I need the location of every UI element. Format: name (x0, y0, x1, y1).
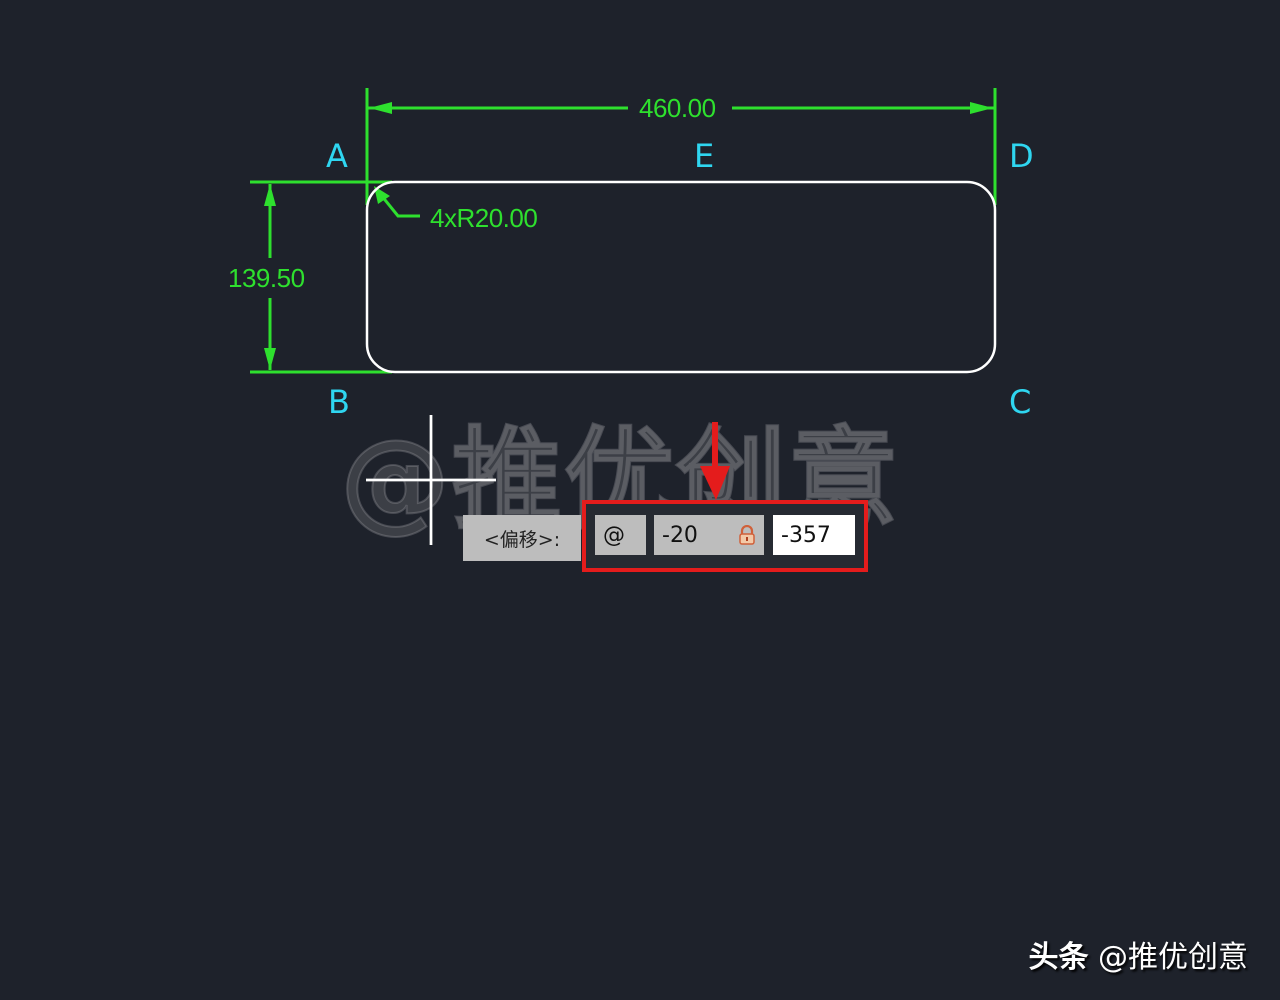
radius-leader (374, 186, 420, 218)
y-offset-input[interactable]: -357 (773, 515, 855, 555)
point-label-e: E (694, 137, 715, 175)
point-label-a: A (326, 137, 348, 175)
lock-icon[interactable] (738, 525, 756, 545)
x-offset-input[interactable]: -20 (654, 515, 764, 555)
point-label-b: B (328, 383, 350, 421)
y-offset-value: -357 (781, 522, 831, 548)
point-label-c: C (1009, 383, 1032, 421)
height-dimension-text: 139.50 (228, 263, 305, 293)
width-dimension-text: 460.00 (639, 93, 716, 123)
footer-author: @推优创意 (1098, 940, 1248, 975)
footer-platform: 头条 (1028, 940, 1089, 975)
at-symbol: @ (603, 522, 625, 548)
red-arrow-icon (700, 422, 730, 500)
relative-coordinate-toggle[interactable]: @ (595, 515, 646, 555)
x-offset-value: -20 (662, 522, 698, 548)
rounded-rectangle[interactable] (365, 180, 997, 374)
point-label-d: D (1009, 137, 1034, 175)
radius-dimension-text: 4xR20.00 (430, 203, 538, 233)
width-dimension (365, 88, 997, 205)
dynamic-input-prompt: <偏移>: (463, 515, 581, 561)
footer-credit: 头条 @推优创意 (1028, 932, 1248, 976)
height-dimension (250, 180, 392, 374)
